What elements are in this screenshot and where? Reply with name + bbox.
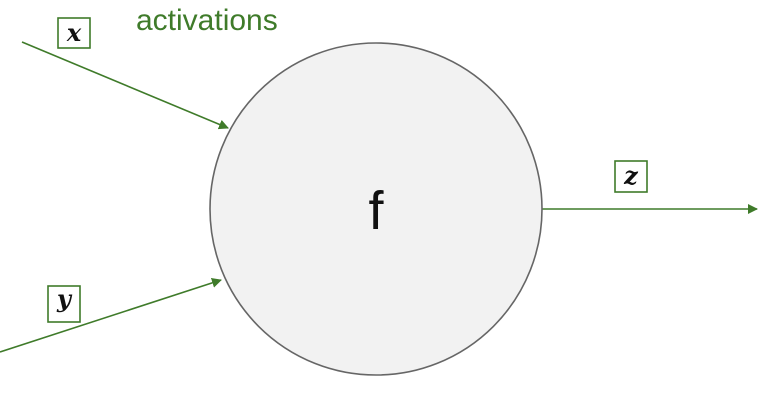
- diagram-title: activations: [136, 4, 278, 37]
- input-label-y: y: [47, 284, 81, 323]
- output-label-z: z: [614, 160, 648, 193]
- function-node-label: f: [368, 181, 384, 241]
- input-label-y-box: [47, 285, 81, 323]
- input-label-x-text: x: [66, 18, 82, 47]
- input-label-x-box: [57, 17, 91, 49]
- input-edge-y: [0, 278, 222, 353]
- input-edge-x: [21, 41, 229, 130]
- input-label-y-text: y: [56, 284, 73, 313]
- input-label-x: x: [57, 17, 91, 49]
- output-label-z-box: [614, 160, 648, 193]
- output-label-z-text: z: [623, 161, 639, 190]
- function-node: [209, 42, 543, 376]
